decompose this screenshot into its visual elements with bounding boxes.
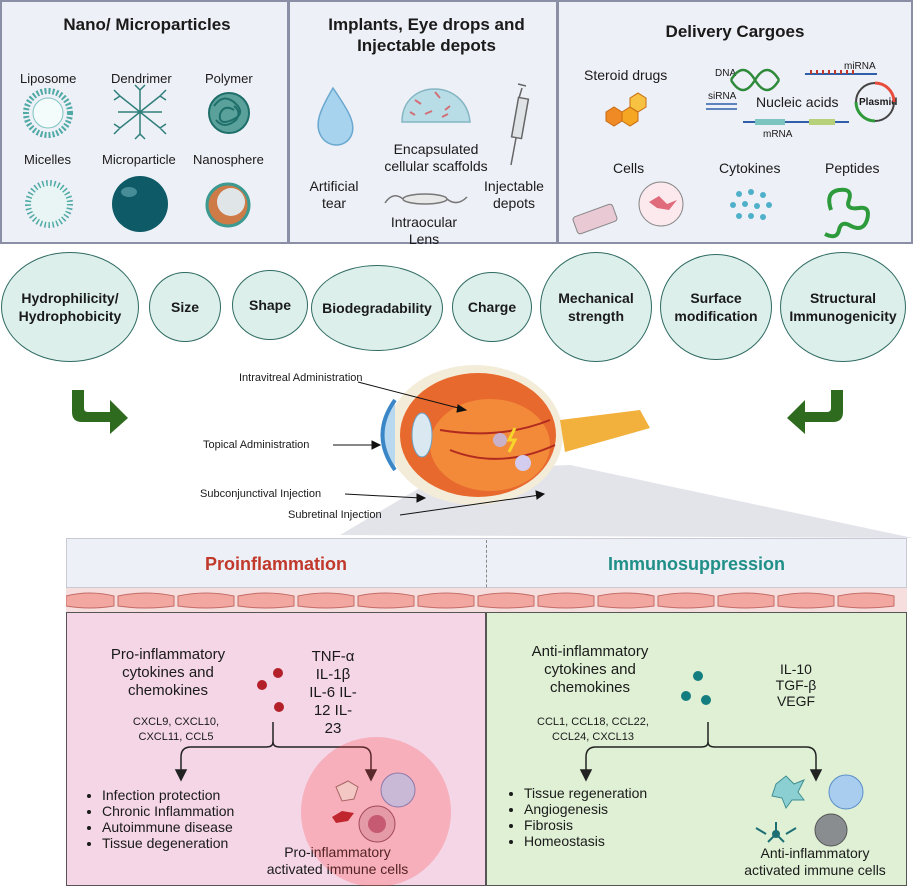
- cargoes-panel: Delivery Cargoes Steroid drugs DNA miRNA…: [557, 0, 913, 244]
- pro-cytokine-list: TNF-α IL-1β IL-6 IL-12 IL-23: [309, 648, 357, 737]
- property-structural-immunogenicity: Structural Immunogenicity: [780, 252, 906, 362]
- eye-icon: [380, 365, 650, 505]
- anti-cytokine-list: IL-10 TGF-β VEGF: [775, 661, 817, 709]
- peptides-label: Peptides: [825, 160, 880, 176]
- property-surface-modification: Surface modification: [660, 254, 772, 360]
- plasmid-label: Plasmid: [859, 97, 898, 108]
- anti-outcome-item: Tissue regeneration: [524, 785, 647, 801]
- mrna-icon: [743, 119, 849, 125]
- property-mechanical-strength: Mechanical strength: [540, 252, 652, 362]
- nano-panel: Nano/ Microparticles Liposome Dendrimer …: [0, 0, 289, 244]
- anti-graphics: [579, 671, 864, 847]
- micelles-label: Micelles: [24, 152, 71, 167]
- lens-icon: [384, 193, 468, 205]
- nano-title: Nano/ Microparticles: [63, 15, 231, 34]
- dna-icon: [729, 68, 781, 92]
- anti-outcome-list: Tissue regeneration Angiogenesis Fibrosi…: [506, 785, 647, 849]
- subconjunctival-label: Subconjunctival Injection: [200, 488, 322, 500]
- sirna-label: siRNA: [708, 91, 737, 102]
- pro-outcome-item: Autoimmune disease: [102, 819, 234, 835]
- dendrimer-label: Dendrimer: [111, 71, 172, 86]
- anti-outcome-item: Fibrosis: [524, 817, 647, 833]
- scaffold-label: Encapsulated cellular scaffolds: [384, 141, 488, 174]
- steroid-icon: [605, 92, 647, 127]
- injectable-depots-label: Injectable depots: [484, 178, 544, 211]
- sirna-icon: [706, 103, 737, 110]
- microparticle-label: Microparticle: [102, 152, 176, 167]
- peptides-icon: [824, 187, 870, 239]
- property-size: Size: [149, 272, 221, 342]
- property-biodegradability: Biodegradability: [311, 265, 443, 351]
- pro-graphics: [174, 668, 451, 886]
- immunosuppression-title: Immunosuppression: [607, 554, 786, 574]
- anti-cells-label: Anti-inflammatory activated immune cells: [744, 845, 886, 878]
- cytokines-label: Cytokines: [719, 160, 781, 176]
- proinflammation-title: Proinflammation: [204, 554, 347, 574]
- anti-branch-arrow-icon: [579, 722, 823, 782]
- property-shape: Shape: [232, 270, 308, 340]
- cytokines-icon: [730, 189, 772, 220]
- anti-outcome-item: Angiogenesis: [524, 801, 647, 817]
- anti-heading: Anti-inflammatory cytokines and chemokin…: [531, 643, 649, 696]
- proinflammation-panel: [66, 612, 486, 886]
- pro-chemokine-codes: CXCL9, CXCL10, CXCL11, CCL5: [132, 716, 220, 743]
- implant-icons: [317, 83, 530, 205]
- eye-drop-icon: [317, 86, 354, 146]
- polymer-icon: [208, 92, 250, 134]
- implants-panel: Implants, Eye drops and Injectable depot…: [288, 0, 558, 247]
- right-green-arrow-icon: [787, 390, 843, 434]
- steroid-label: Steroid drugs: [584, 67, 668, 83]
- plasmid-icon: [854, 81, 896, 123]
- micelles-icon: [25, 180, 73, 228]
- nanosphere-label: Nanosphere: [193, 152, 264, 167]
- center-divider: [486, 540, 487, 612]
- anti-immune-cells-icon: [755, 774, 864, 847]
- polymer-label: Polymer: [205, 71, 253, 86]
- nucleic-acids-label: Nucleic acids: [756, 94, 839, 110]
- microparticle-icon: [112, 176, 168, 232]
- subretinal-label: Subretinal Injection: [288, 509, 382, 521]
- eye-diagram: [333, 365, 913, 538]
- pro-cells-label: Pro-inflammatory activated immune cells: [266, 844, 409, 877]
- anti-chemokine-codes: CCL1, CCL18, CCL22, CCL24, CXCL13: [537, 716, 649, 743]
- dendrimer-icon: [113, 84, 167, 140]
- nanosphere-icon: [205, 182, 251, 228]
- cells-label: Cells: [613, 160, 645, 176]
- property-hydrophilicity: Hydrophilicity/ Hydrophobicity: [1, 252, 139, 362]
- artificial-tear-label: Artificial tear: [309, 178, 359, 211]
- dna-label: DNA: [715, 68, 737, 79]
- anti-outcome-item: Homeostasis: [524, 833, 647, 849]
- implants-title: Implants, Eye drops and Injectable depot…: [328, 15, 525, 55]
- red-cytokine-icon: [257, 668, 284, 712]
- scaffold-icon: [401, 88, 471, 123]
- mrna-label: mRNA: [763, 129, 793, 140]
- pro-outcome-list: Infection protection Chronic Inflammatio…: [84, 787, 234, 851]
- liposome-icon: [23, 88, 73, 138]
- nano-icons: [23, 84, 251, 232]
- pro-outcome-item: Infection protection: [102, 787, 234, 803]
- mirna-label: miRNA: [844, 61, 876, 72]
- pro-heading: Pro-inflammatory cytokines and chemokine…: [110, 646, 226, 699]
- cell-flask-icon: [572, 181, 684, 235]
- epithelial-cell-layer: [66, 588, 907, 612]
- cargoes-title: Delivery Cargoes: [665, 22, 805, 41]
- pro-outcome-item: Chronic Inflammation: [102, 803, 234, 819]
- pro-immune-cells-icon: [332, 772, 416, 843]
- liposome-label: Liposome: [20, 71, 77, 86]
- intravitreal-label: Intravitreal Administration: [239, 372, 363, 384]
- mirna-icon: [805, 70, 877, 75]
- left-green-arrow-icon: [72, 390, 128, 434]
- cargo-icons: [572, 68, 896, 239]
- pro-outcome-item: Tissue degeneration: [102, 835, 234, 851]
- syringe-icon: [510, 83, 530, 166]
- topical-label: Topical Administration: [203, 439, 310, 451]
- intraocular-lens-label: Intraocular Lens: [390, 214, 458, 247]
- teal-cytokine-icon: [681, 671, 711, 705]
- property-charge: Charge: [452, 272, 532, 342]
- branch-arrow-icon: [174, 722, 378, 782]
